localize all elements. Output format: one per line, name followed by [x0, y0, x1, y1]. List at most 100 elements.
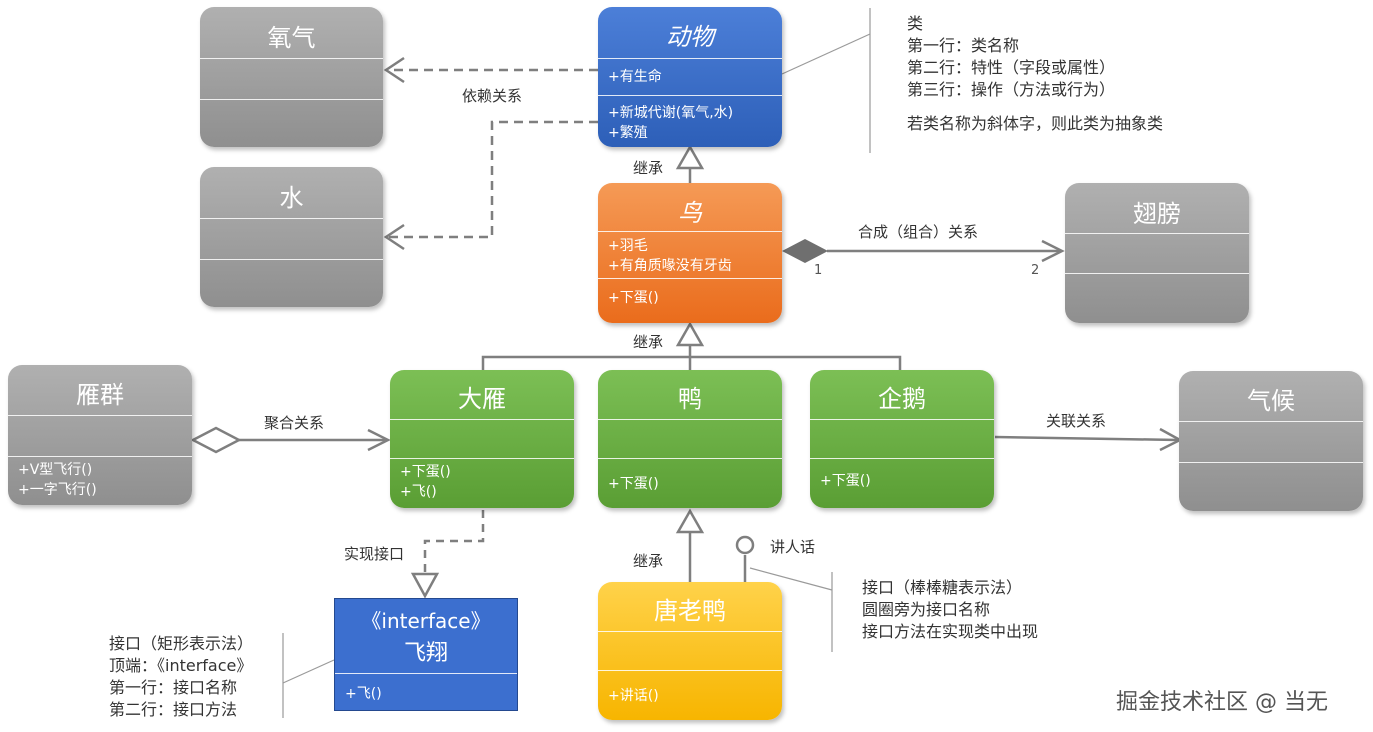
divider — [390, 458, 574, 459]
note-rect-interface: 接口（矩形表示法） 顶端：《interface》 第一行：接口名称 第二行：接口… — [109, 633, 253, 721]
label-inherit-bird: 继承 — [633, 159, 664, 177]
class-goose-flock-op: +V型飞行() — [18, 462, 93, 478]
class-animal-name: 动物 — [666, 23, 714, 51]
class-wild-goose: 大雁 +下蛋() +飞() — [390, 370, 574, 508]
label-realization: 实现接口 — [344, 545, 405, 563]
note-lollipop: 接口（棒棒糖表示法） 圆圈旁为接口名称 接口方法在实现类中出现 — [862, 577, 1038, 643]
note-line: 圆圈旁为接口名称 — [862, 600, 991, 619]
note-line: 接口（棒棒糖表示法） — [862, 578, 1023, 597]
divider — [598, 231, 782, 232]
note-line: 接口方法在实现类中出现 — [862, 622, 1039, 641]
realization-line — [423, 510, 485, 572]
class-wild-goose-op: +飞() — [400, 484, 437, 500]
class-bird: 鸟 +羽毛 +有角质喙没有牙齿 +下蛋() — [598, 183, 782, 323]
class-donald-duck-op: +讲话() — [608, 688, 659, 704]
divider — [200, 218, 383, 219]
class-animal-op: +新城代谢(氧气,水) — [608, 105, 734, 121]
label-inherit-donald: 继承 — [633, 552, 664, 570]
inherit-triangle-duck — [675, 508, 705, 534]
class-donald-duck: 唐老鸭 +讲话() — [598, 582, 782, 720]
divider — [1065, 233, 1249, 234]
class-penguin-op: +下蛋() — [820, 473, 871, 489]
class-wing-name: 翅膀 — [1133, 200, 1181, 228]
composition-arrow — [1041, 239, 1065, 263]
dependency-line-water — [386, 120, 598, 239]
class-oxygen: 氧气 — [200, 7, 383, 147]
aggregation-arrow — [367, 428, 391, 452]
class-water: 水 — [200, 167, 383, 307]
divider — [200, 58, 383, 59]
note-line: 第一行：接口名称 — [109, 678, 238, 697]
note-line: 第二行：接口方法 — [109, 700, 238, 719]
class-bird-attr: +羽毛 — [608, 238, 648, 254]
note-connector-rect — [282, 659, 335, 684]
class-goose-flock: 雁群 +V型飞行() +一字飞行() — [8, 365, 192, 505]
dependency-arrow-water — [383, 223, 405, 251]
composition-multiplicity-bird: 1 — [814, 263, 823, 278]
divider — [598, 58, 782, 59]
class-penguin: 企鹅 +下蛋() — [810, 370, 994, 508]
note-line: 第三行：操作（方法或行为） — [907, 80, 1116, 99]
interface-fly-name: 飞翔 — [403, 641, 448, 666]
divider — [810, 458, 994, 459]
class-bird-op: +下蛋() — [608, 290, 659, 306]
inherit-triangle-bird — [675, 321, 705, 347]
dependency-arrow-oxygen — [383, 56, 405, 84]
composition-diamond — [782, 239, 828, 263]
association-line — [994, 435, 1179, 442]
class-bird-name: 鸟 — [678, 199, 702, 227]
divider — [1179, 462, 1363, 463]
divider — [598, 631, 782, 632]
class-climate-name: 气候 — [1247, 387, 1295, 415]
class-oxygen-name: 氧气 — [267, 24, 316, 52]
interface-stereotype: 《interface》 — [361, 609, 491, 633]
class-penguin-name: 企鹅 — [878, 385, 926, 413]
label-association: 关联关系 — [1046, 412, 1107, 430]
note-connector-lollipop — [749, 567, 833, 591]
divider — [598, 95, 782, 96]
class-animal-op: +繁殖 — [608, 125, 648, 141]
class-goose-flock-op: +一字飞行() — [18, 482, 97, 498]
class-donald-duck-name: 唐老鸭 — [654, 597, 726, 625]
divider — [598, 278, 782, 279]
class-wild-goose-op: +下蛋() — [400, 464, 451, 480]
divider — [200, 259, 383, 260]
divider — [8, 456, 192, 457]
realization-triangle — [410, 572, 440, 599]
inherit-line-subclasses — [481, 345, 902, 370]
class-wild-goose-name: 大雁 — [458, 385, 506, 413]
divider — [1179, 421, 1363, 422]
note-class-structure: 类 第一行：类名称 第二行：特性（字段或属性） 第三行：操作（方法或行为） 若类… — [907, 13, 1163, 135]
label-aggregation: 聚合关系 — [264, 414, 325, 432]
note-line: 第二行：特性（字段或属性） — [907, 58, 1116, 77]
class-animal: 动物 +有生命 +新城代谢(氧气,水) +繁殖 — [598, 7, 782, 147]
lollipop-circle — [735, 535, 755, 555]
divider — [390, 419, 574, 420]
class-animal-attr: +有生命 — [608, 69, 662, 85]
divider — [810, 419, 994, 420]
class-goose-flock-name: 雁群 — [76, 381, 124, 409]
label-composition: 合成（组合）关系 — [858, 223, 979, 241]
class-duck: 鸭 +下蛋() — [598, 370, 782, 508]
watermark: 掘金技术社区 @ 当无 — [1116, 690, 1328, 715]
class-duck-op: +下蛋() — [608, 476, 659, 492]
interface-fly: 《interface》 飞翔 +飞() — [334, 598, 518, 711]
label-dependency: 依赖关系 — [462, 87, 523, 105]
note-line: 若类名称为斜体字，则此类为抽象类 — [907, 114, 1164, 133]
note-line: 顶端：《interface》 — [109, 656, 253, 675]
composition-multiplicity-wing: 2 — [1031, 263, 1040, 278]
divider — [598, 458, 782, 459]
class-duck-name: 鸭 — [678, 385, 702, 413]
note-connector-class — [781, 33, 871, 75]
divider — [335, 673, 517, 674]
inherit-triangle-animal — [675, 144, 705, 170]
aggregation-diamond — [190, 426, 242, 454]
label-lollipop-interface: 讲人话 — [770, 538, 816, 556]
note-line: 接口（矩形表示法） — [109, 634, 254, 653]
divider — [200, 99, 383, 100]
class-wing: 翅膀 — [1065, 183, 1249, 323]
divider — [8, 415, 192, 416]
label-inherit-subclasses: 继承 — [633, 333, 664, 351]
note-line: 第一行：类名称 — [907, 36, 1020, 55]
